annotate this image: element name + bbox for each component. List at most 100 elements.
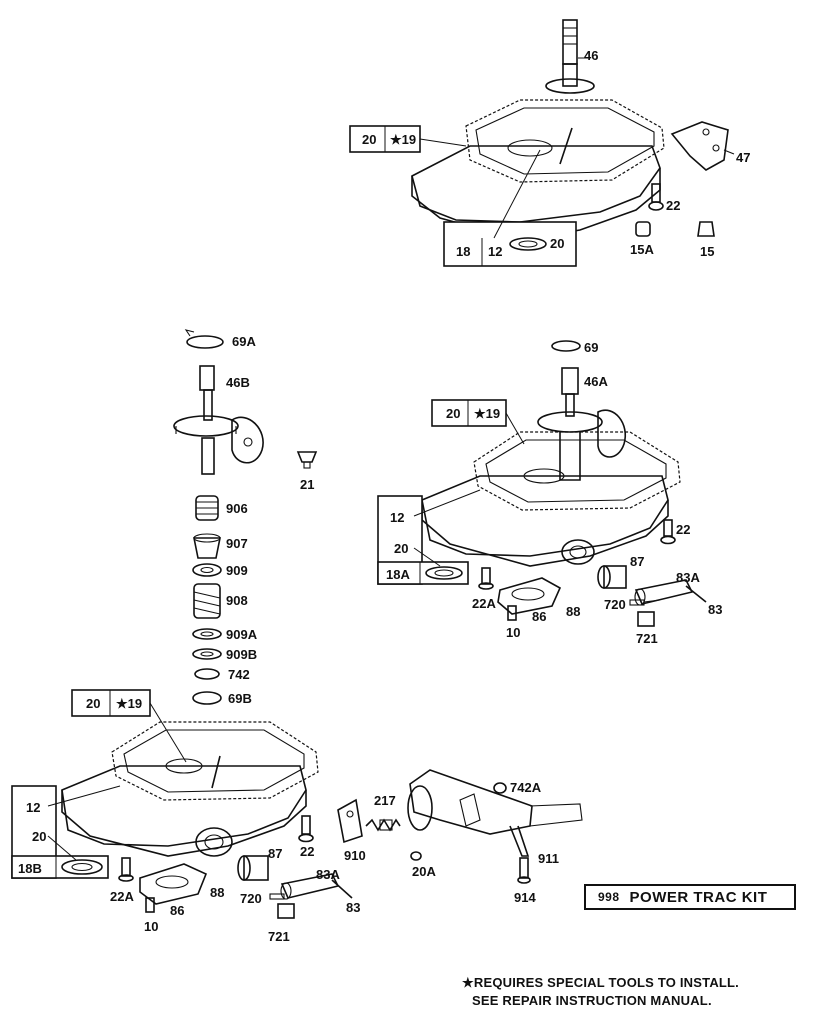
box-label-18a: 18A [386, 567, 410, 582]
worm-shaft-46b [173, 365, 264, 475]
spring-217 [365, 818, 401, 832]
box-label-19-low: ★19 [116, 696, 142, 711]
label-20-low: 20 [32, 829, 46, 844]
bracket-910 [337, 798, 363, 844]
bushing-87-low [237, 855, 269, 881]
worm-shaft-46 [545, 19, 595, 94]
label-720-mid: 720 [604, 597, 626, 612]
footnote-line-2: SEE REPAIR INSTRUCTION MANUAL. [472, 993, 712, 1008]
label-86-low: 86 [170, 903, 184, 918]
footnote-line-1: ★REQUIRES SPECIAL TOOLS TO INSTALL. [462, 975, 739, 990]
screw-10-mid [507, 605, 517, 621]
worm-shaft-46a [537, 367, 627, 481]
cup-907 [193, 533, 221, 559]
screw-22-mid [663, 519, 673, 537]
gasket-top [465, 99, 665, 183]
label-83-mid: 83 [708, 602, 722, 617]
label-910: 910 [344, 848, 366, 863]
plug-15a [635, 221, 651, 237]
label-906: 906 [226, 501, 248, 516]
kit-number: 998 [598, 890, 620, 904]
bracket-47 [670, 121, 729, 171]
label-18: 18 [456, 244, 470, 259]
clip-721-mid [637, 611, 655, 627]
label-15a: 15A [630, 242, 654, 257]
kit-label: POWER TRAC KIT [629, 888, 768, 906]
label-22-mid: 22 [676, 522, 690, 537]
lower-gear-case-assembly: 20 ★19 12 20 18B 22 87 83A 22A 88 86 10 … [11, 689, 360, 944]
label-742a: 742A [510, 780, 542, 795]
screw-22a-mid [481, 567, 491, 585]
label-911: 911 [538, 851, 559, 866]
power-trac-kit-box: 998 POWER TRAC KIT [584, 884, 796, 910]
label-47: 47 [736, 150, 750, 165]
label-12-low: 12 [26, 800, 40, 815]
washer-909b [192, 648, 222, 660]
screw-914 [519, 857, 529, 879]
box-label-20-low: 20 [86, 696, 100, 711]
label-46b: 46B [226, 375, 250, 390]
label-87-mid: 87 [630, 554, 644, 569]
spring-908 [193, 583, 221, 619]
middle-gear-case-assembly: 69 46A 20 ★19 12 20 18A 22 87 83A 22A 72… [377, 340, 722, 646]
label-909a: 909A [226, 627, 258, 642]
label-909b: 909B [226, 647, 257, 662]
shift-arm [407, 769, 583, 857]
label-83a-low: 83A [316, 867, 340, 882]
retainer-69 [551, 340, 581, 352]
top-gear-case-assembly: 46 47 22 15A 15 18 12 20 20 ★19 [349, 19, 750, 267]
label-69: 69 [584, 340, 598, 355]
left-shaft-stack: 69A 46B 21 906 907 909 908 909A 909B 742… [173, 329, 318, 706]
shift-linkage: 217 742A 910 20A 911 914 [337, 769, 583, 905]
plate-88-low [139, 863, 208, 905]
label-22-top: 22 [666, 198, 680, 213]
ring-742 [194, 668, 220, 680]
label-83-low: 83 [346, 900, 360, 915]
label-10-low: 10 [144, 919, 158, 934]
washer-909a [192, 628, 222, 640]
box-label-20-mid: 20 [446, 406, 460, 421]
label-721-low: 721 [268, 929, 290, 944]
label-907: 907 [226, 536, 248, 551]
retainer-69a [184, 329, 224, 349]
axle-83-low [280, 873, 353, 900]
label-22a-low: 22A [110, 889, 134, 904]
label-21: 21 [300, 477, 314, 492]
label-10-mid: 10 [506, 625, 520, 640]
screw-21 [296, 451, 318, 469]
box-label-19-mid: ★19 [474, 406, 500, 421]
retainer-69b [192, 691, 222, 705]
gear-case-top [411, 145, 661, 223]
screw-22-top [648, 183, 664, 211]
gasket-low [111, 721, 319, 801]
label-720-low: 720 [240, 891, 262, 906]
footnote: ★REQUIRES SPECIAL TOOLS TO INSTALL. SEE … [462, 974, 802, 1010]
label-12-top: 12 [488, 244, 502, 259]
label-721-mid: 721 [636, 631, 658, 646]
label-20a: 20A [412, 864, 436, 879]
ring-742a [493, 782, 507, 794]
screw-10-low [145, 897, 155, 913]
box-label-20-top: 20 [362, 132, 376, 147]
label-46: 46 [584, 48, 598, 63]
label-87-low: 87 [268, 846, 282, 861]
label-908: 908 [226, 593, 248, 608]
screw-22a-low [121, 857, 131, 877]
bushing-87-mid [597, 565, 627, 589]
label-46a: 46A [584, 374, 608, 389]
label-15: 15 [700, 244, 714, 259]
plate-88-mid [497, 577, 562, 615]
clip-721-low [277, 903, 295, 919]
box-label-19-top: ★19 [390, 132, 416, 147]
label-88-mid: 88 [566, 604, 580, 619]
plug-15 [697, 221, 715, 237]
label-20-mid: 20 [394, 541, 408, 556]
box-20-19-mid [431, 399, 507, 427]
key-720-low [269, 893, 285, 900]
label-22-low: 22 [300, 844, 314, 859]
box-label-18b: 18B [18, 861, 42, 876]
label-909: 909 [226, 563, 248, 578]
label-22a-mid: 22A [472, 596, 496, 611]
label-83a-mid: 83A [676, 570, 700, 585]
